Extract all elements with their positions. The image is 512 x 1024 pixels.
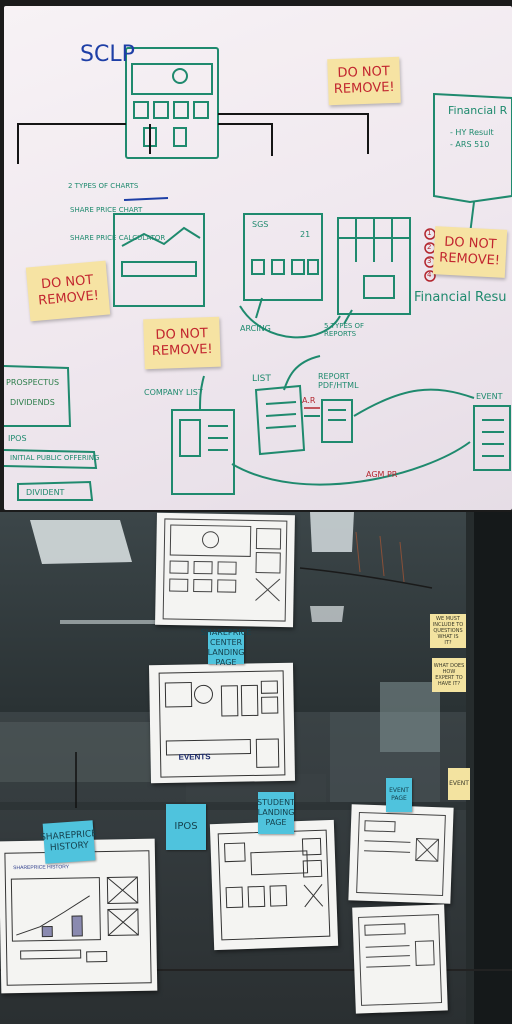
ar-label: A.R [302,396,316,405]
note-shareprice-center: SHAREPRICE CENTER LANDING PAGE [200,628,252,667]
wireframe-shareprice-center-sketch [158,670,286,778]
wireframe-event-page-sketch [356,812,446,896]
note-ipos: IPOS [166,804,206,850]
types-of-reports-label: 5 TYPES OF REPORTS [324,322,365,338]
report-label: REPORT PDF/HTML [318,372,359,390]
note-question-1: WE MUST INCLUDE TO QUESTIONS WHAT IS IT? [430,614,466,648]
note-event: EVENT [448,768,470,800]
number-3: 3 [427,257,432,265]
sticky-do-not-remove-3: DO NOT REMOVE! [25,260,111,322]
arcing-label: ARCING [240,324,271,333]
note-shareprice-history: SHAREPRICE HISTORY [40,820,97,864]
company-list-label: COMPANY LIST [144,388,203,397]
sticky-do-not-remove-2: DO NOT REMOVE! [432,226,508,278]
sticky-do-not-remove-1: DO NOT REMOVE! [327,56,401,106]
wireframe-history-label: SHAREPRICE HISTORY [13,864,70,872]
sticky-do-not-remove-4: DO NOT REMOVE! [143,316,221,370]
left-item-ipos: IPOS [8,434,27,443]
wireframe-shareprice-history-sketch [4,850,152,986]
agm-pr-label: AGM PR [366,470,398,479]
glass-wall-photo: EVENTS SHAREPRICE HISTORY [0,512,512,1024]
financial-label: Financial R [448,104,508,117]
board-bullet-1: 2 TYPES OF CHARTS [68,182,139,190]
board-bullet-2: SHARE PRICE CHART [70,206,143,214]
wireframe-landing [155,512,295,628]
note-question-2: WHAT DOES HOW EXPERT TO HAVE IT? [432,658,466,692]
number-1: 1 [427,229,432,237]
board-bullet-3: SHARE PRICE CALCULATOR [70,234,166,242]
financial-item-1: - HY Result [450,128,494,137]
note-event-page: EVENT PAGE [386,778,412,812]
whiteboard: SCLP 2 TYPES OF CHARTS SHARE PRICE CHART… [4,6,512,510]
whiteboard-sketch-lines [4,47,512,501]
event-label: EVENT [476,392,503,401]
left-item-ipo-full: INITIAL PUBLIC OFFERING [10,454,100,462]
financial-results-label: Financial Resu [414,290,507,305]
whiteboard-photo: SCLP 2 TYPES OF CHARTS SHARE PRICE CHART… [4,6,512,510]
wireframe-event-page [348,804,454,904]
wireframe-detail-page [352,904,448,1014]
financial-item-2: - ARS 510 [450,140,490,149]
wireframe-shareprice-history: SHAREPRICE HISTORY [0,838,158,994]
number-4: 4 [427,271,432,279]
number-2: 2 [427,243,432,251]
left-item-dividends: DIVIDENDS [10,398,55,407]
note-student-landing: STUDENT LANDING PAGE [257,792,295,834]
list-label: LIST [252,374,271,384]
wireframe-student-landing [209,819,339,951]
sgs-label: SGS [252,220,269,229]
wireframe-shareprice-center: EVENTS [148,662,296,784]
wireframe-events-label: EVENTS [178,752,211,762]
board-title: SCLP [80,42,135,67]
figure-label: 21 [300,230,311,239]
wireframe-landing-sketch [162,518,288,622]
left-item-divident: DIVIDENT [26,488,65,497]
wireframe-detail-page-sketch [358,914,443,1006]
wireframe-student-landing-sketch [217,829,331,941]
left-item-prospectus: PROSPECTUS [6,378,60,387]
